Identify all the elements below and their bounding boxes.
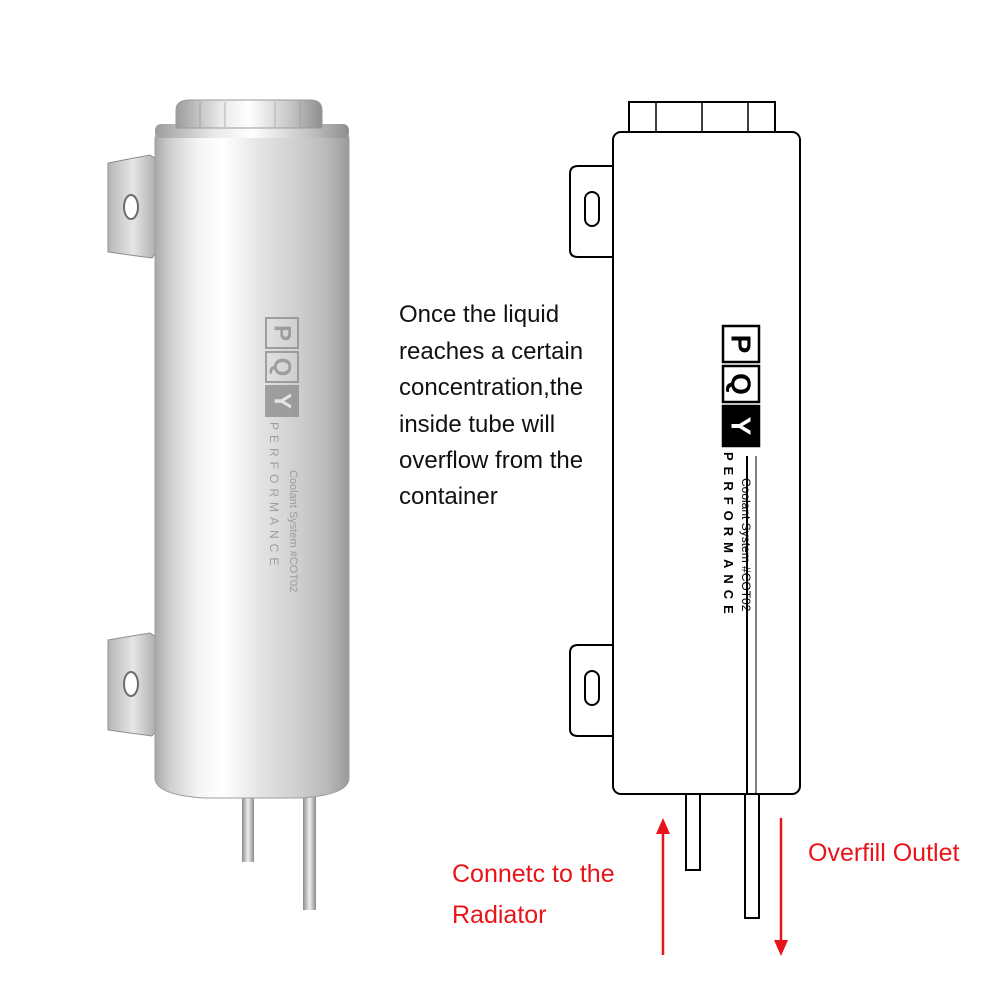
photo-inlet-tube [242, 790, 254, 862]
photo-radiator-cap [175, 99, 323, 129]
photo-logo-subtitle: PERFORMANCE [267, 422, 281, 570]
diagram-logo-letter-2: Q [726, 373, 757, 395]
photo-outlet-tube [303, 792, 316, 910]
inlet-label-line-2: Radiator [452, 901, 547, 929]
diagram-logo-subtitle: PERFORMANCE [721, 452, 736, 620]
diagram-upper-bracket [569, 165, 613, 258]
photo-logo: P Q Y PERFORMANCE Coolant System #COT02 [265, 317, 299, 592]
description-line-1: Once the liquid [399, 301, 560, 328]
photo-logo-letter-2: Q [269, 358, 296, 377]
diagram-logo-letter-3: Y [726, 417, 757, 436]
inlet-label-line-1: Connetc to the [452, 860, 615, 888]
diagram-tank-body [612, 131, 801, 795]
description-line-5: overflow from the [399, 447, 584, 474]
outlet-down-arrow [774, 818, 788, 956]
photo-engraving: Coolant System #COT02 [287, 470, 299, 592]
diagram-engraving: Coolant System #COT02 [739, 478, 753, 612]
description-line-2: reaches a certain [399, 338, 584, 365]
description-line-6: container [399, 483, 498, 510]
diagram-inlet-tube [685, 793, 701, 871]
photo-logo-letter-3: Y [269, 393, 296, 409]
inlet-up-arrow [656, 818, 670, 955]
diagram-logo: P Q Y PERFORMANCE Coolant System #COT02 [721, 324, 761, 620]
diagram-cap [628, 101, 776, 133]
diagram-lower-bracket [569, 644, 613, 737]
description-line-4: inside tube will [399, 411, 556, 438]
description-line-3: concentration,the [399, 374, 584, 401]
diagram-logo-letter-1: P [726, 335, 757, 354]
diagram-outlet-tube [744, 793, 760, 919]
outlet-label: Overfill Outlet [808, 839, 960, 867]
photo-logo-letter-1: P [269, 325, 296, 341]
